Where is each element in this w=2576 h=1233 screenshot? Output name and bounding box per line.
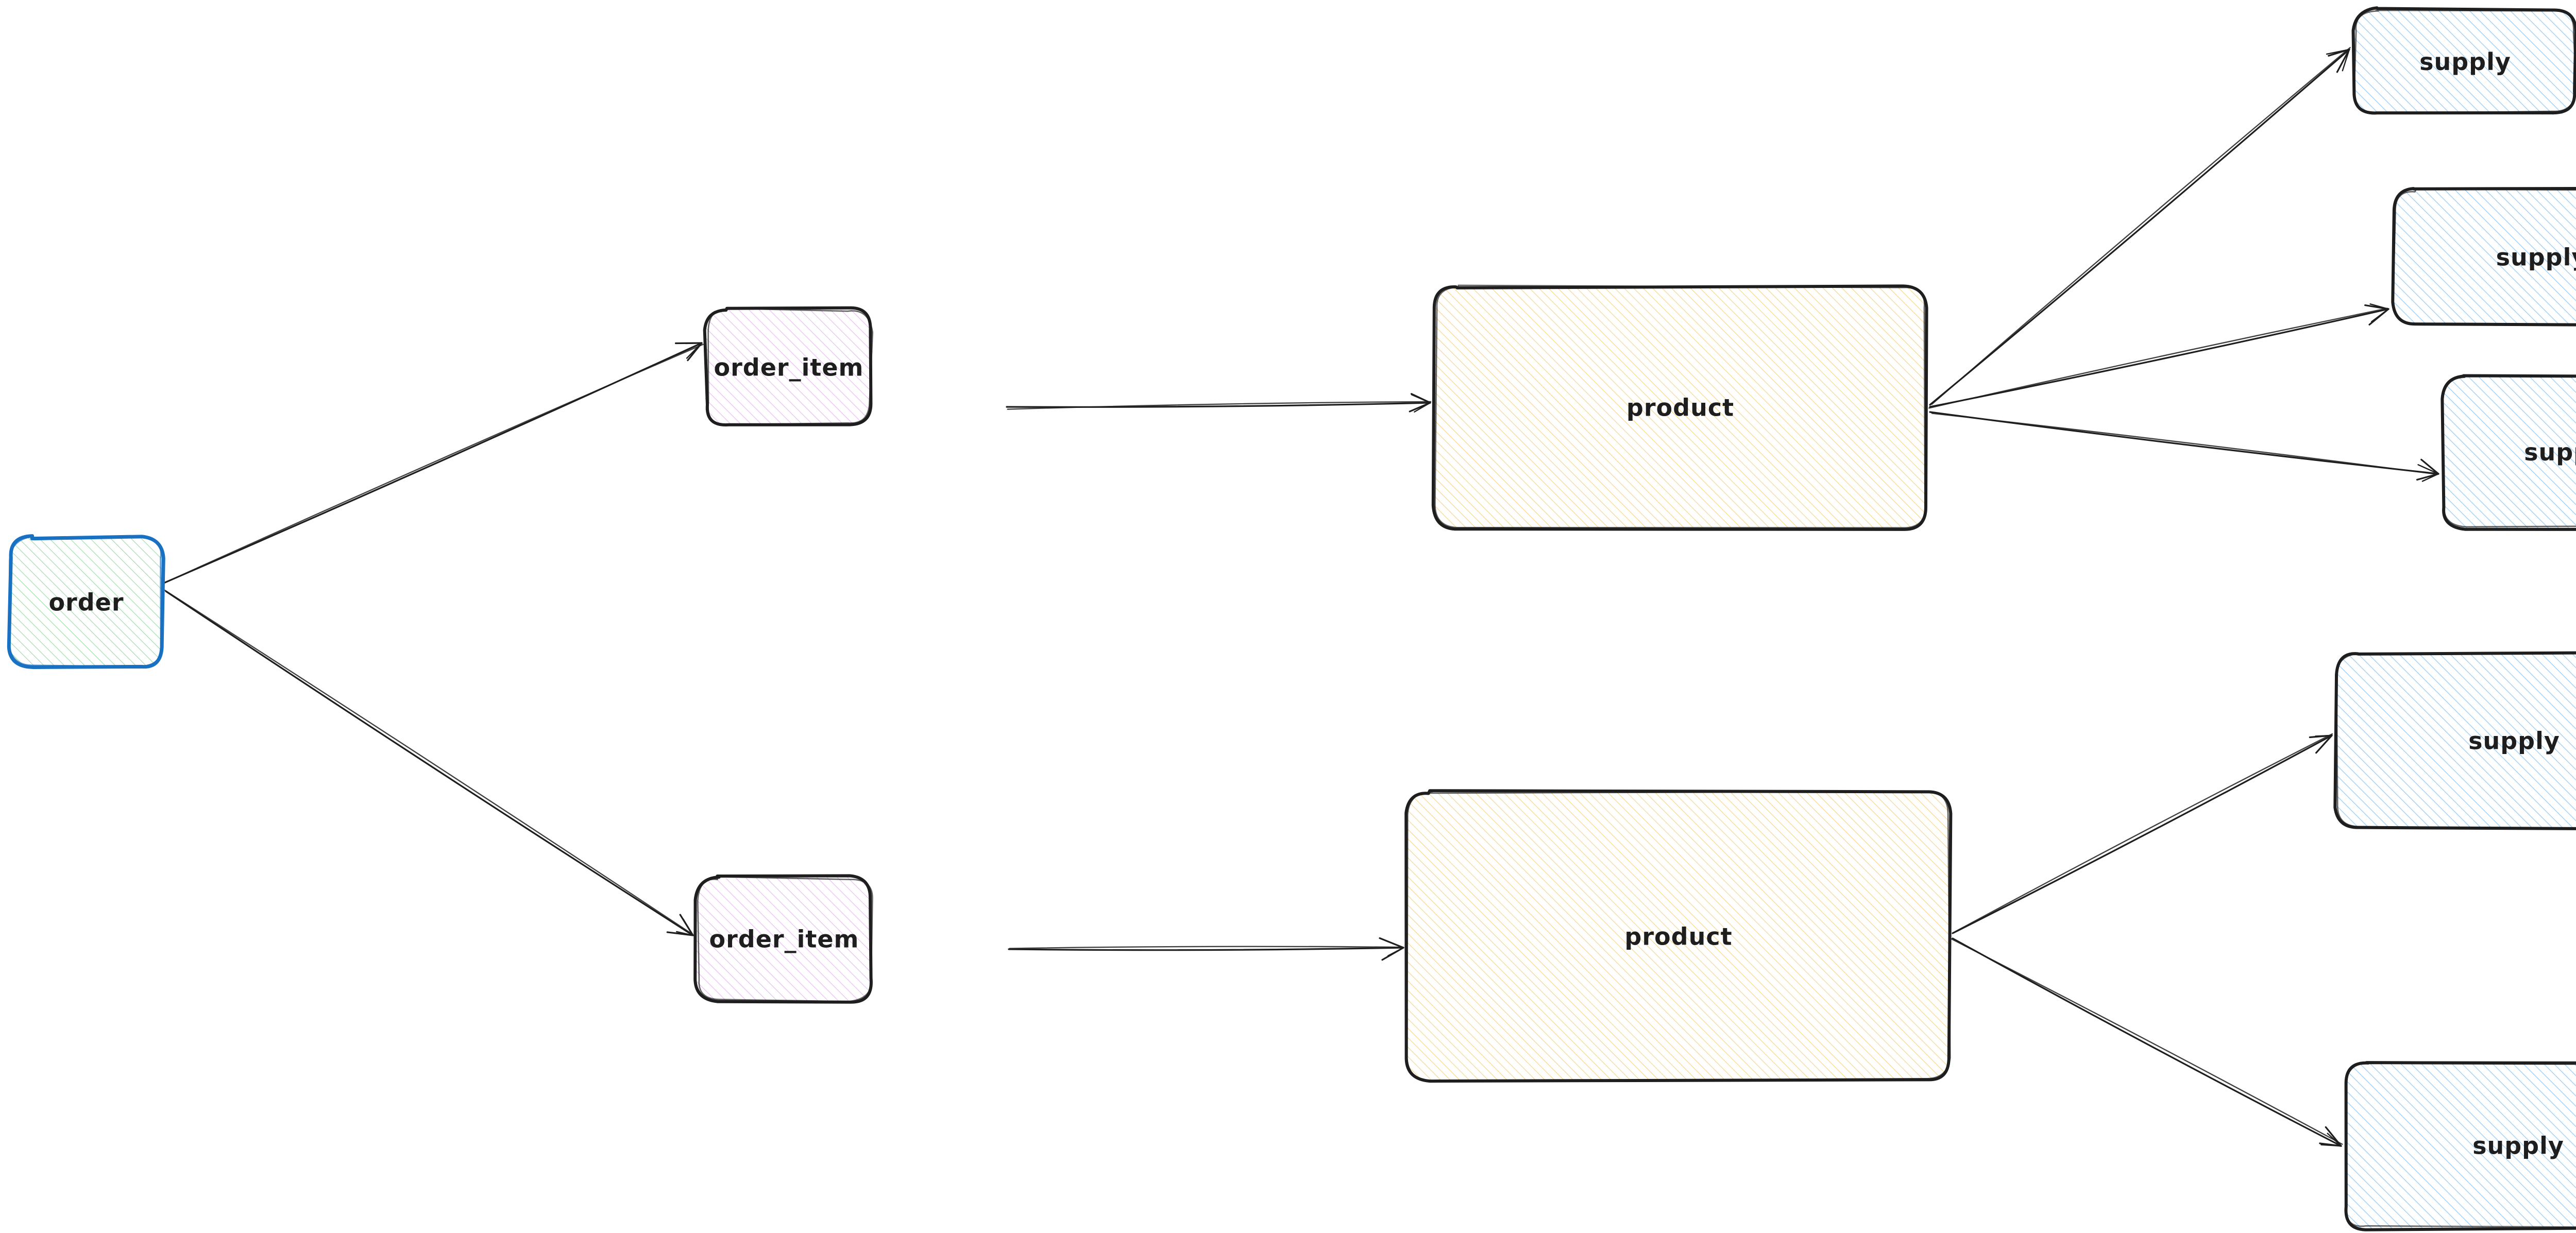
edge-stroke-secondary [1931, 413, 2438, 475]
edge-stroke-secondary [1952, 733, 2333, 934]
node-fill-supply_2 [2392, 189, 2576, 325]
arrowhead-stroke [683, 918, 694, 936]
arrowhead-stroke [1414, 402, 1431, 413]
edge-stroke-primary [1929, 308, 2389, 408]
node-supply_2[interactable]: supply [2391, 186, 2576, 327]
node-label-order_item_2: order_item [709, 926, 859, 953]
node-product_2[interactable]: product [1404, 789, 1953, 1083]
arrowhead-stroke [2370, 308, 2389, 322]
node-label-supply_2: supply [2496, 244, 2576, 271]
edge-order-to-order_item_1[interactable] [161, 342, 704, 585]
node-order_item_1[interactable]: order_item [703, 306, 874, 426]
node-fill-supply_3 [2443, 376, 2576, 528]
edge-order_item_1-to-product_1[interactable] [1006, 393, 1432, 413]
edge-stroke-secondary [1007, 401, 1432, 410]
arrowhead-stroke [2421, 473, 2439, 482]
edge-order_item_2-to-product_2[interactable] [1008, 937, 1404, 961]
edge-stroke-primary [1952, 937, 2342, 1147]
node-border-secondary-order_item_1 [707, 307, 874, 425]
node-fill-order_item_1 [705, 308, 873, 425]
node-border-primary-order [7, 534, 165, 669]
edge-stroke-primary [1952, 734, 2333, 934]
node-border-secondary-product_1 [1434, 284, 1926, 529]
arrowhead-stroke [676, 931, 694, 936]
node-label-order_item_1: order_item [714, 354, 864, 382]
edges-layer [161, 47, 2439, 1147]
nodes-layer: orderorder_itemorder_itemproductproducts… [7, 6, 2576, 1231]
node-fill-supply_5 [2345, 1063, 2576, 1229]
arrowhead-stroke [2369, 303, 2389, 310]
edge-product_1-to-supply_2[interactable] [1928, 303, 2389, 409]
node-label-supply_3: supply [2524, 438, 2576, 466]
node-label-supply_4: supply [2468, 727, 2560, 755]
edge-product_2-to-supply_4[interactable] [1952, 733, 2333, 934]
arrowhead-stroke [1387, 947, 1404, 956]
node-label-order: order [48, 589, 124, 616]
arrowhead-stroke [685, 342, 703, 345]
edge-product_1-to-supply_3[interactable] [1929, 411, 2439, 482]
arrowhead-stroke [2420, 458, 2439, 475]
node-label-supply_1: supply [2419, 48, 2511, 76]
node-fill-order_item_2 [696, 877, 872, 1001]
node-border-primary-order_item_1 [703, 306, 873, 426]
node-border-primary-order_item_2 [693, 874, 873, 1004]
node-supply_1[interactable]: supply [2351, 6, 2576, 115]
arrowhead-stroke [1386, 940, 1404, 949]
node-order_item_2[interactable]: order_item [693, 874, 873, 1004]
edge-stroke-primary [1008, 947, 1404, 951]
node-order[interactable]: order [7, 534, 165, 669]
arrowhead-stroke [686, 342, 703, 359]
edge-stroke-primary [165, 590, 694, 936]
edge-stroke-secondary [164, 589, 693, 935]
edge-stroke-secondary [1950, 938, 2343, 1145]
edge-stroke-secondary [1928, 307, 2388, 409]
node-fill-supply_4 [2336, 653, 2576, 829]
node-supply_5[interactable]: supply [2344, 1061, 2576, 1231]
edge-stroke-primary [1006, 402, 1431, 408]
edge-stroke-secondary [1931, 47, 2351, 405]
node-label-product_1: product [1626, 394, 1734, 422]
arrowhead-stroke [2320, 1144, 2342, 1147]
arrowhead-stroke [2315, 734, 2333, 737]
node-border-secondary-supply_5 [2346, 1061, 2576, 1228]
node-border-secondary-supply_1 [2353, 9, 2576, 115]
arrowhead-stroke [2316, 734, 2333, 752]
edge-order-to-order_item_2[interactable] [164, 589, 694, 936]
arrowhead-stroke [2326, 48, 2350, 55]
node-supply_3[interactable]: supply [2441, 374, 2576, 531]
node-fill-product_1 [1433, 286, 1927, 529]
node-border-secondary-product_2 [1406, 791, 1951, 1082]
node-border-secondary-supply_3 [2442, 374, 2576, 528]
arrowhead-stroke [2417, 464, 2439, 475]
node-label-supply_5: supply [2472, 1132, 2564, 1160]
node-label-product_2: product [1624, 923, 1732, 951]
node-border-secondary-order_item_2 [697, 876, 873, 1002]
arrowhead-stroke [1411, 394, 1431, 404]
node-border-secondary-order [8, 536, 162, 667]
arrowhead-stroke [2342, 48, 2350, 72]
edge-product_2-to-supply_5[interactable] [1950, 937, 2343, 1147]
node-border-secondary-supply_2 [2392, 189, 2576, 326]
node-border-primary-supply_5 [2344, 1061, 2576, 1231]
edge-stroke-secondary [1009, 946, 1404, 949]
node-fill-supply_1 [2354, 9, 2575, 115]
arrowhead-stroke [2327, 1133, 2342, 1147]
node-border-secondary-supply_4 [2335, 653, 2576, 830]
node-fill-order [10, 537, 162, 668]
edge-stroke-primary [1929, 48, 2350, 406]
node-supply_4[interactable]: supply [2333, 651, 2576, 830]
arrowhead-stroke [2336, 48, 2350, 73]
edge-stroke-secondary [161, 344, 704, 585]
node-product_1[interactable]: product [1431, 284, 1928, 531]
node-fill-product_2 [1406, 792, 1950, 1081]
edge-product_1-to-supply_1[interactable] [1929, 47, 2351, 406]
